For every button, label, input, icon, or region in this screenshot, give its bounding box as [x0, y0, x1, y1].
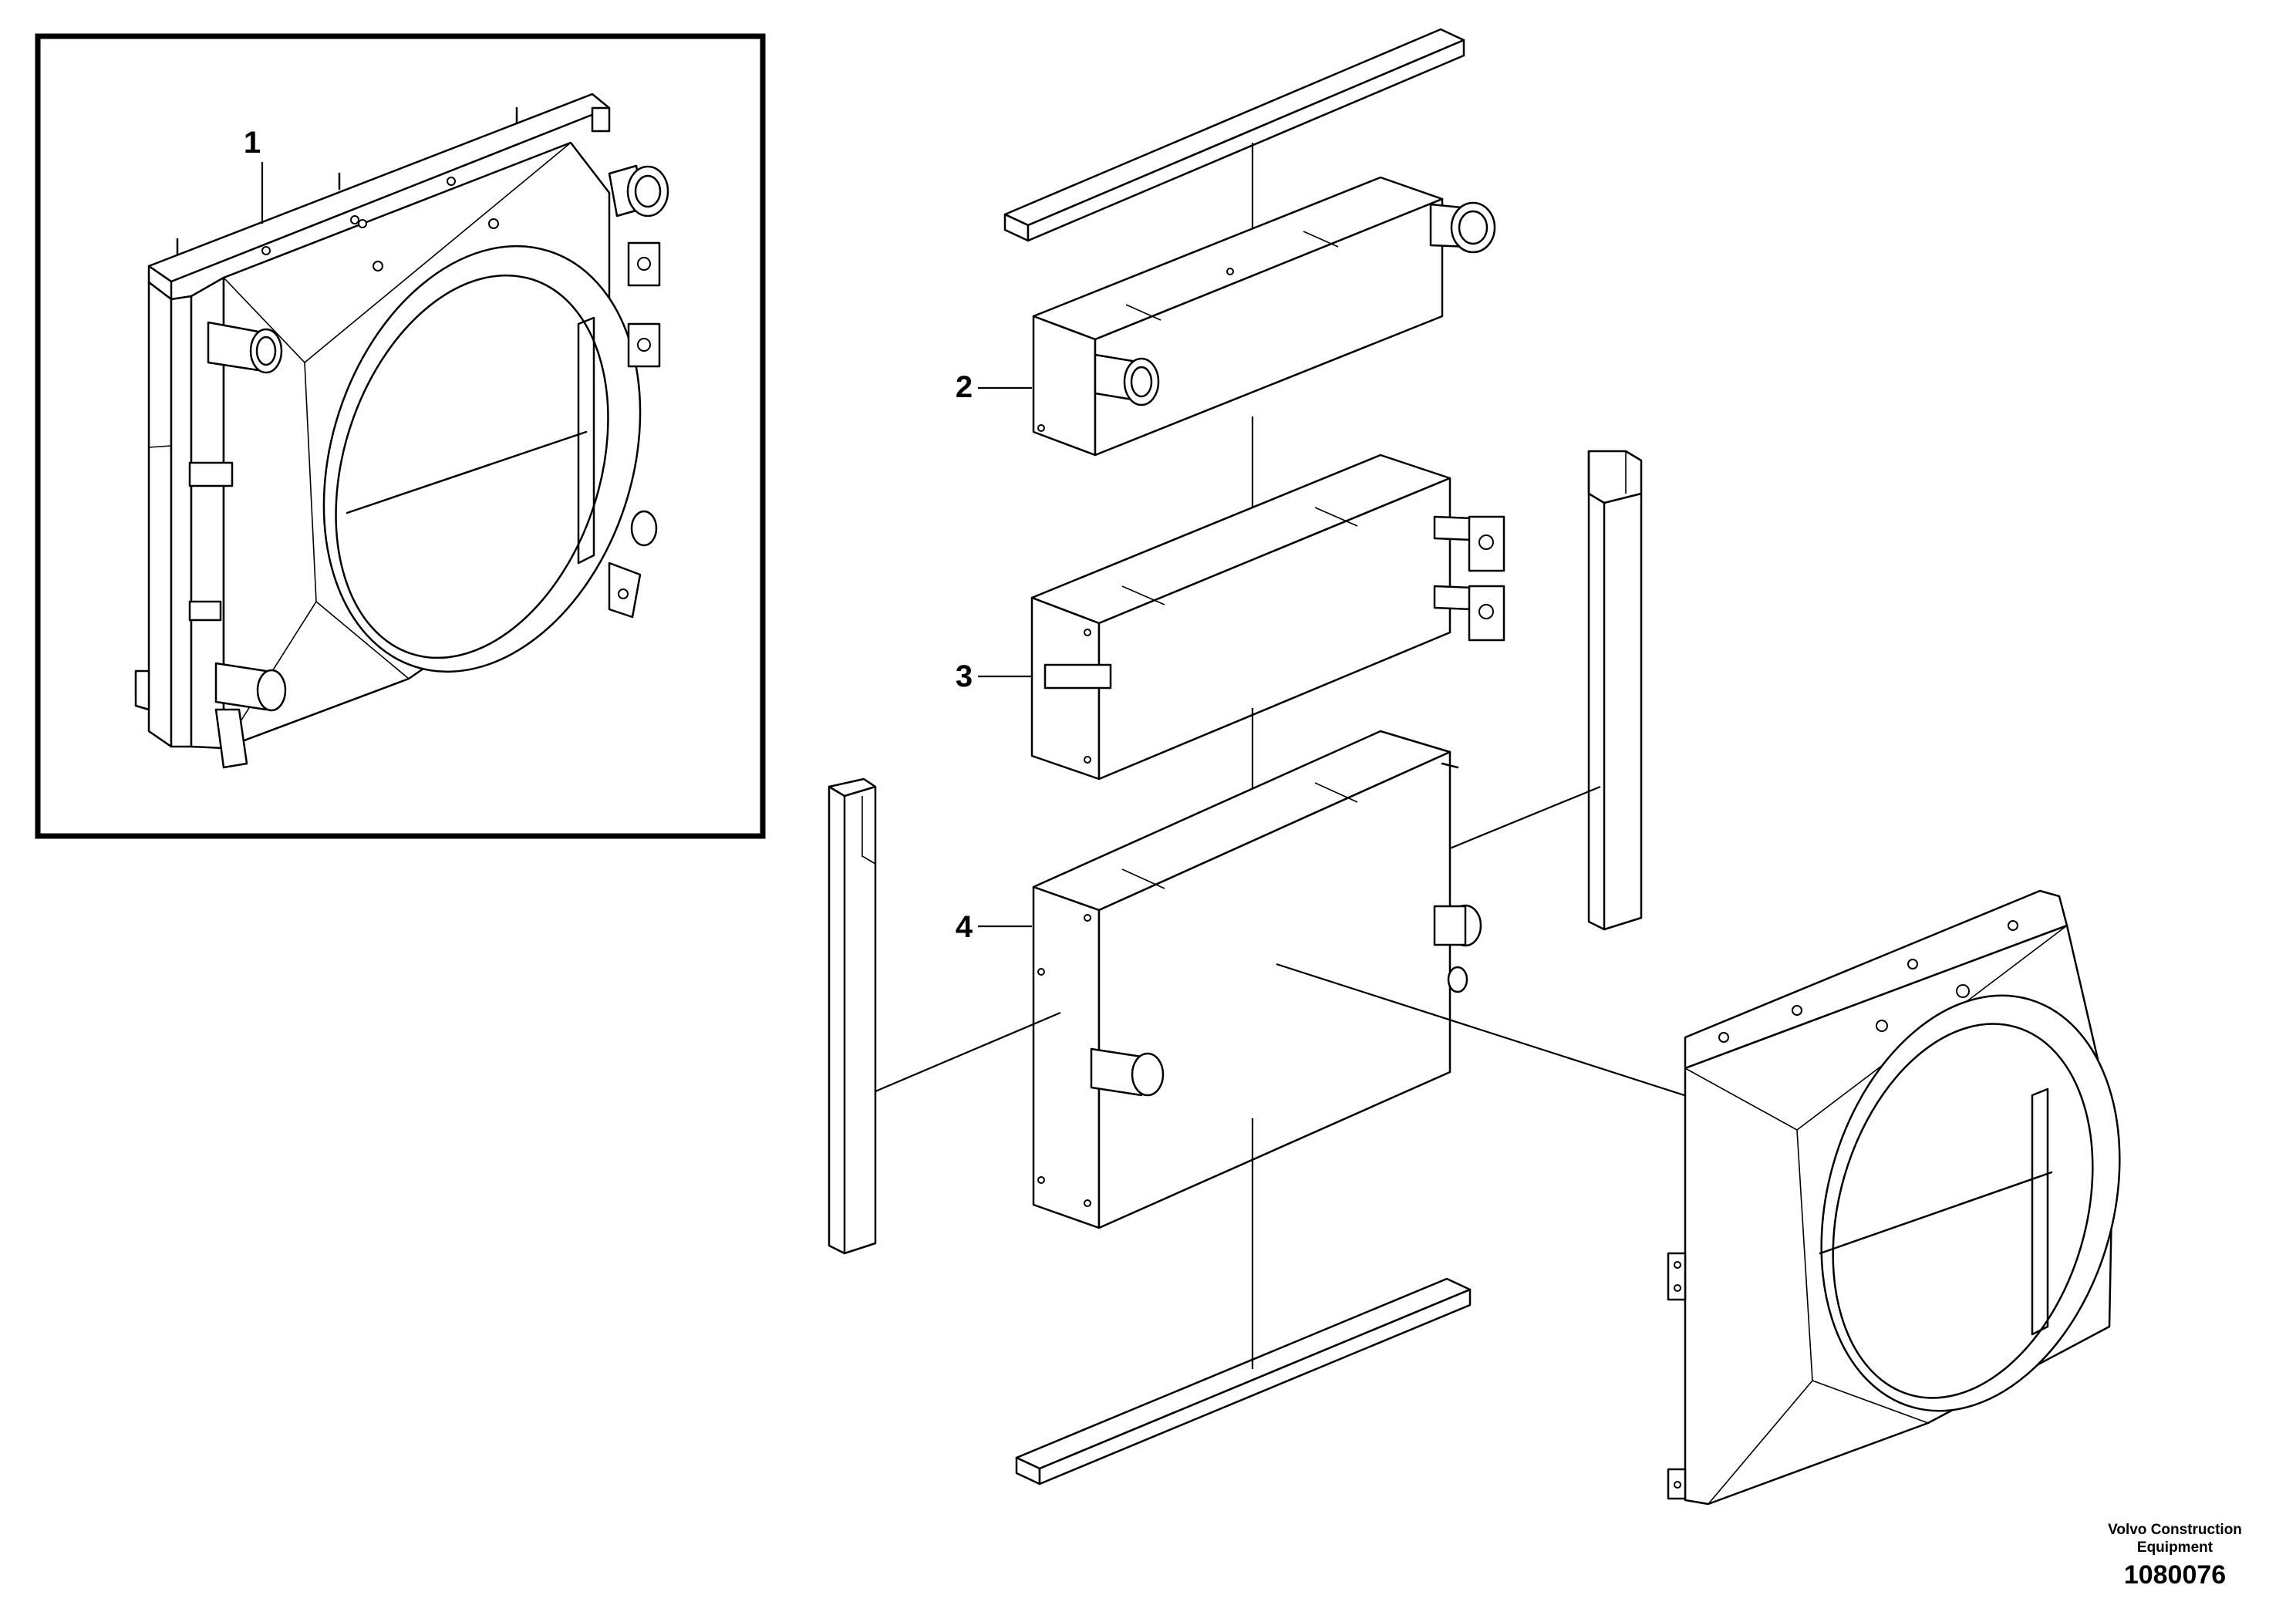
publisher-name-line2: Equipment — [2136, 1539, 2213, 1556]
right-seal-strip[interactable] — [1587, 450, 1643, 931]
illustration-number: 1080076 — [2123, 1560, 2227, 1590]
callout-1: 1 — [244, 126, 264, 224]
radiator-core[interactable] — [1032, 730, 1482, 1229]
callout-label-4: 4 — [956, 910, 973, 944]
right-strip-leader — [1449, 785, 1601, 850]
inset-frame — [35, 33, 766, 839]
callout-label-2: 2 — [956, 370, 973, 404]
assembled-radiator-package[interactable] — [134, 93, 693, 769]
callout-3: 3 — [956, 659, 1032, 693]
callout-label-3: 3 — [956, 659, 973, 693]
callout-label-1: 1 — [244, 126, 261, 160]
callout-4: 4 — [956, 910, 1032, 944]
bottom-seal-strip[interactable] — [1015, 1277, 1472, 1485]
left-seal-strip[interactable] — [828, 777, 877, 1255]
publisher-name-line1: Volvo Construction — [2108, 1522, 2242, 1538]
top-seal-strip[interactable] — [1003, 28, 1465, 242]
shroud-leader — [1276, 963, 1690, 1098]
charge-air-cooler[interactable] — [1032, 176, 1496, 457]
fan-shroud[interactable] — [1667, 889, 2166, 1506]
oil-cooler[interactable] — [1030, 454, 1505, 781]
left-strip-leader — [875, 1011, 1061, 1093]
publisher-credit: Volvo Construction Equipment 1080076 — [2052, 1521, 2296, 1590]
callout-2: 2 — [956, 370, 1032, 404]
